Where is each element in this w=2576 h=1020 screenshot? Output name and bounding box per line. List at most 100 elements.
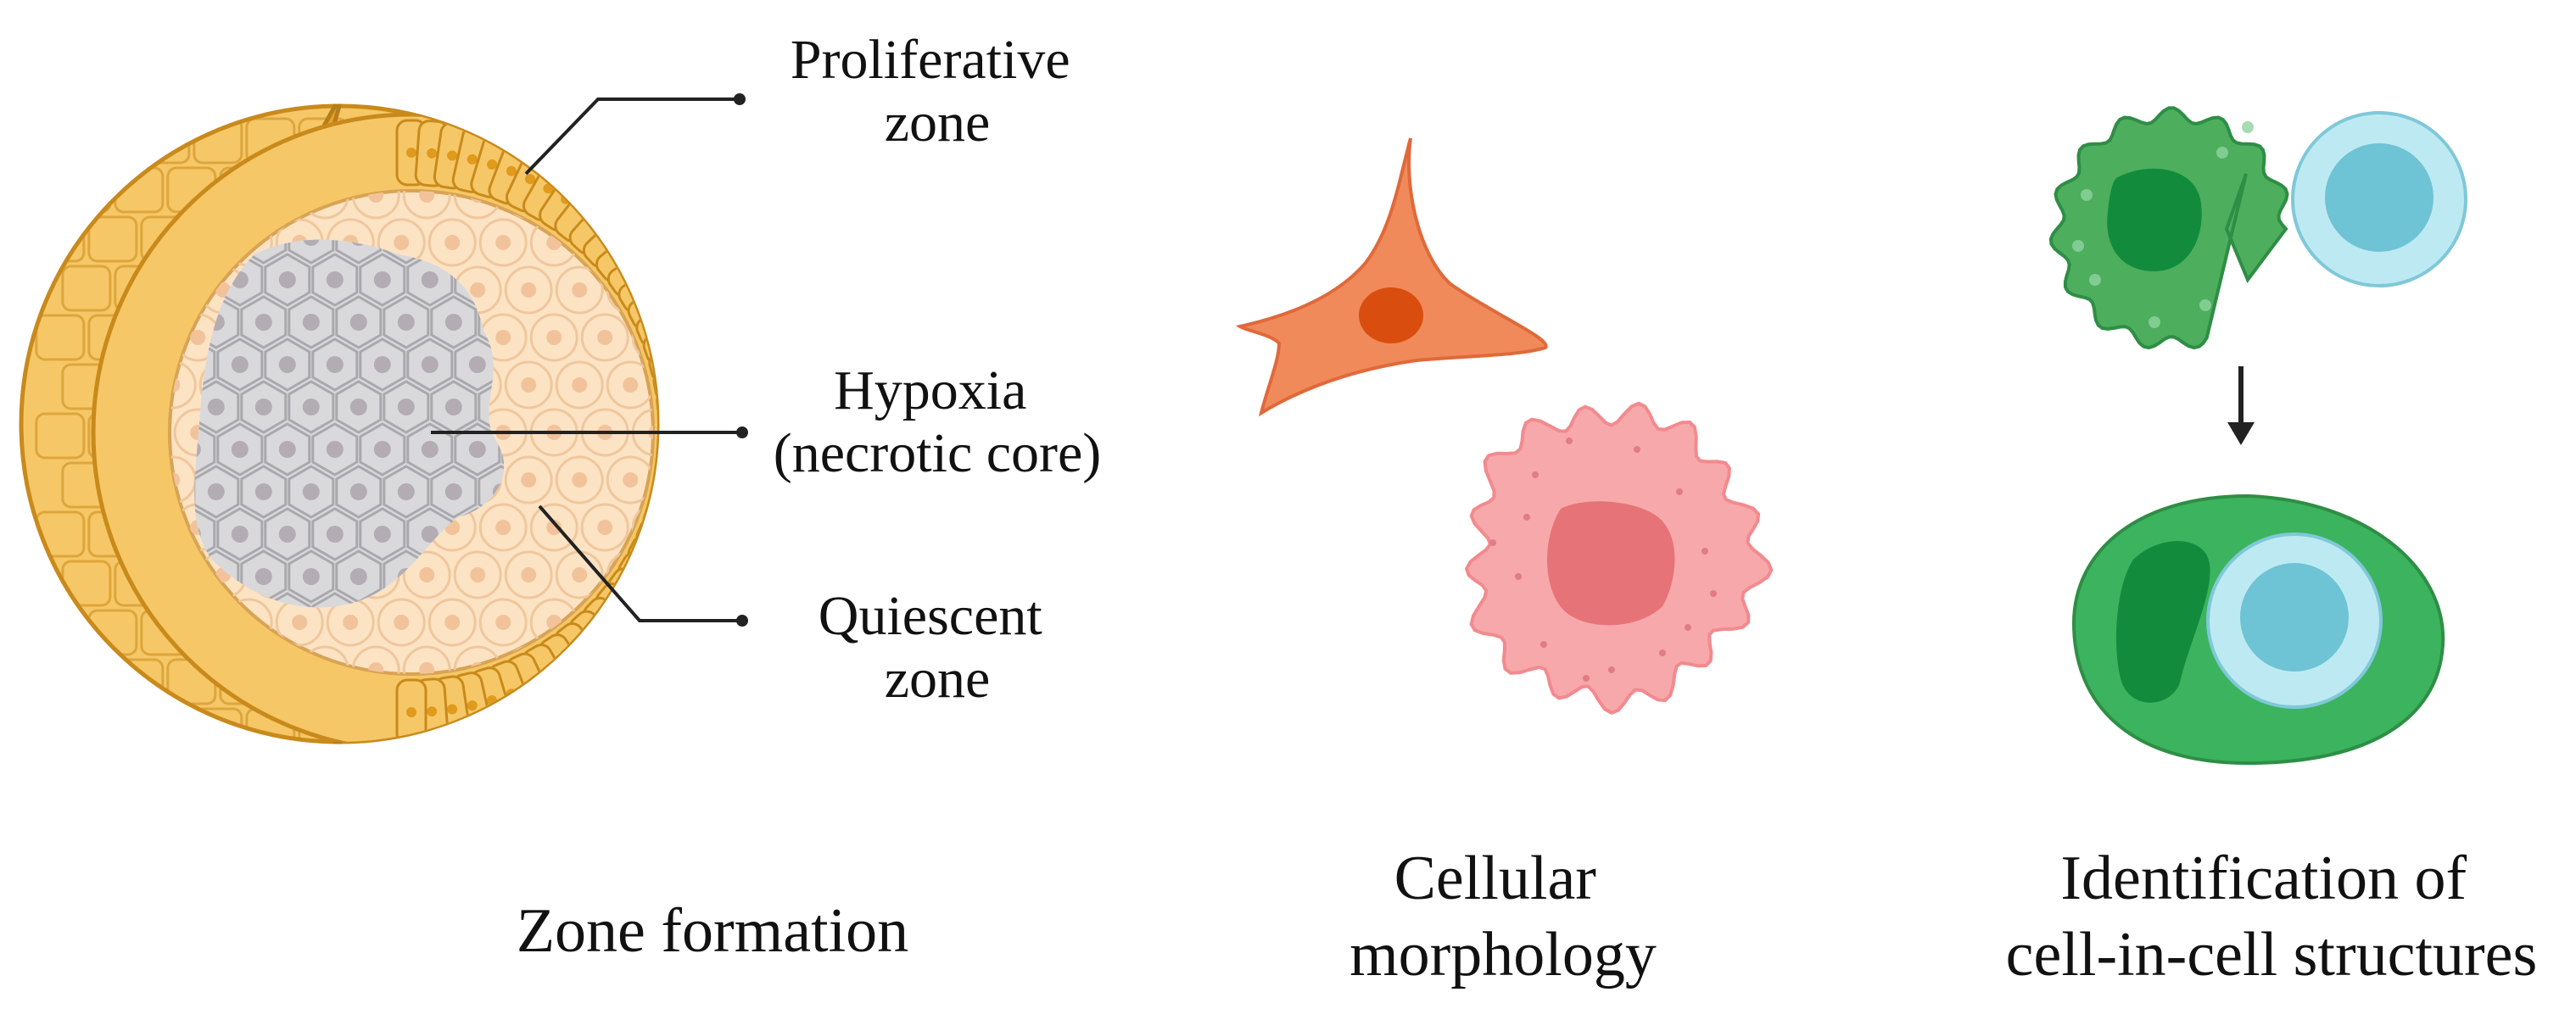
quiescent-cell-outline xyxy=(555,360,604,410)
quiescent-cell-outline xyxy=(504,360,553,410)
round-cell-granule xyxy=(1685,624,1691,631)
necrotic-cell xyxy=(288,549,335,604)
necrotic-cell-nucleus xyxy=(302,239,320,246)
proliferative-ring-cell xyxy=(648,340,689,383)
ring-cell-body xyxy=(656,444,657,482)
necrotic-cell-nucleus xyxy=(373,271,391,288)
quiescent-cell-outline xyxy=(580,313,629,362)
quiescent-cell-outline xyxy=(402,550,451,599)
quiescent-cell-outline xyxy=(606,455,653,504)
engulfing-cell-granules xyxy=(2072,121,2254,328)
quiescent-cell-nucleus xyxy=(470,282,486,298)
spindle-cell xyxy=(1235,137,1548,417)
proliferative-cell xyxy=(87,117,138,164)
necrotic-cell-nucleus xyxy=(278,271,296,288)
quiescent-cell-nucleus xyxy=(546,330,562,345)
quiescent-cell-nucleus xyxy=(521,282,537,298)
quiescent-cell-nucleus xyxy=(623,377,639,393)
quiescent-cell-nucleus xyxy=(444,615,461,630)
engulfing-cell xyxy=(2048,106,2289,350)
round-cell-granule xyxy=(1489,539,1496,546)
label-proliferative-line2: zone xyxy=(885,92,991,153)
quiescent-cell-outline xyxy=(555,645,604,674)
leader-line-quiescent xyxy=(538,504,740,622)
ring-cell-nucleus xyxy=(686,417,696,427)
spheroid-panel: Proliferative zone Hypoxia (necrotic cor… xyxy=(19,29,1101,966)
label-proliferative-line1: Proliferative xyxy=(791,29,1070,91)
round-cell-granule xyxy=(1702,548,1708,555)
quiescent-cell-outline xyxy=(580,503,629,552)
necrotic-cell xyxy=(335,380,383,434)
engulfing-cell-nucleus xyxy=(2107,168,2202,271)
engulfing-cell-granule xyxy=(2149,316,2160,328)
ring-cell-nucleus xyxy=(634,590,645,601)
quiescent-cell-nucleus xyxy=(521,567,537,582)
ring-cell-nucleus xyxy=(447,704,458,715)
quiescent-cell-outline xyxy=(478,503,528,552)
proliferative-cell xyxy=(87,707,138,742)
necrotic-cell-nucleus xyxy=(468,356,486,373)
leader-dot-proliferative xyxy=(734,93,746,105)
quiescent-cell-nucleus xyxy=(572,191,588,203)
necrotic-cell-nucleus xyxy=(421,526,439,543)
quiescent-cell-outline xyxy=(427,598,477,647)
quiescent-cell-outline xyxy=(555,455,604,504)
necrotic-cell-nucleus xyxy=(349,314,367,331)
ring-cell-body xyxy=(595,582,657,641)
necrotic-cell xyxy=(311,507,359,561)
necrotic-cell xyxy=(216,422,264,477)
quiescent-cell xyxy=(631,218,653,267)
necrotic-cell xyxy=(335,295,383,349)
quiescent-cell-nucleus xyxy=(394,235,410,250)
necrotic-cell xyxy=(335,549,383,604)
proliferative-ring-cell xyxy=(652,361,693,402)
round-cell-granule xyxy=(1676,488,1683,495)
round-cell-granule xyxy=(1634,446,1640,453)
caption-morphology-line1: Cellular xyxy=(1394,844,1596,913)
quiescent-cell xyxy=(606,455,653,504)
ring-cell-nucleus xyxy=(427,148,438,159)
necrotic-cell-nucleus xyxy=(254,568,272,585)
quiescent-cell-outline xyxy=(504,550,553,599)
necrotic-cell-nucleus xyxy=(349,483,367,500)
necrotic-cell xyxy=(359,337,406,392)
necrotic-cell-nucleus xyxy=(421,271,439,288)
quiescent-cell-outline xyxy=(631,313,653,362)
necrotic-cell xyxy=(311,253,359,307)
quiescent-cell-nucleus xyxy=(572,567,588,582)
necrotic-cell xyxy=(240,295,288,349)
quiescent-cell-nucleus xyxy=(572,377,588,393)
quiescent-cell xyxy=(427,218,477,267)
caption-cell-in-cell-line1: Identification of xyxy=(2060,844,2467,913)
necrotic-cell xyxy=(359,253,406,307)
quiescent-cell-nucleus xyxy=(470,567,486,582)
quiescent-cell-outline xyxy=(504,265,553,315)
necrotic-cell-nucleus xyxy=(254,483,272,500)
necrotic-cell-nucleus xyxy=(302,568,320,585)
proliferative-cell xyxy=(35,707,86,742)
necrotic-cell-nucleus xyxy=(278,356,296,373)
necrotic-cell xyxy=(383,295,430,349)
round-cell-granules xyxy=(1489,438,1717,682)
necrotic-cell xyxy=(264,253,311,307)
ring-cell-nucleus xyxy=(577,649,588,660)
necrotic-cell-nucleus xyxy=(349,568,367,585)
proliferative-ring-cell xyxy=(656,444,657,482)
quiescent-cell-outline xyxy=(427,218,477,267)
proliferative-ring-cell xyxy=(656,383,657,421)
ring-cell-nucleus xyxy=(681,376,693,387)
quiescent-cell-nucleus xyxy=(623,662,639,674)
ring-cell-body xyxy=(648,482,657,525)
proliferative-ring-cell xyxy=(582,596,644,657)
quiescent-cell-outline xyxy=(606,360,653,410)
ring-cell-nucleus xyxy=(676,355,689,368)
necrotic-cell-nucleus xyxy=(254,399,272,415)
necrotic-cell-nucleus xyxy=(444,314,462,331)
necrotic-cell xyxy=(264,422,311,477)
engulfing-cell-granule xyxy=(2089,274,2101,286)
quiescent-cell-nucleus xyxy=(394,615,410,630)
necrotic-cell-nucleus xyxy=(207,399,225,415)
necrotic-cell xyxy=(383,380,430,434)
proliferative-cell xyxy=(35,609,86,656)
